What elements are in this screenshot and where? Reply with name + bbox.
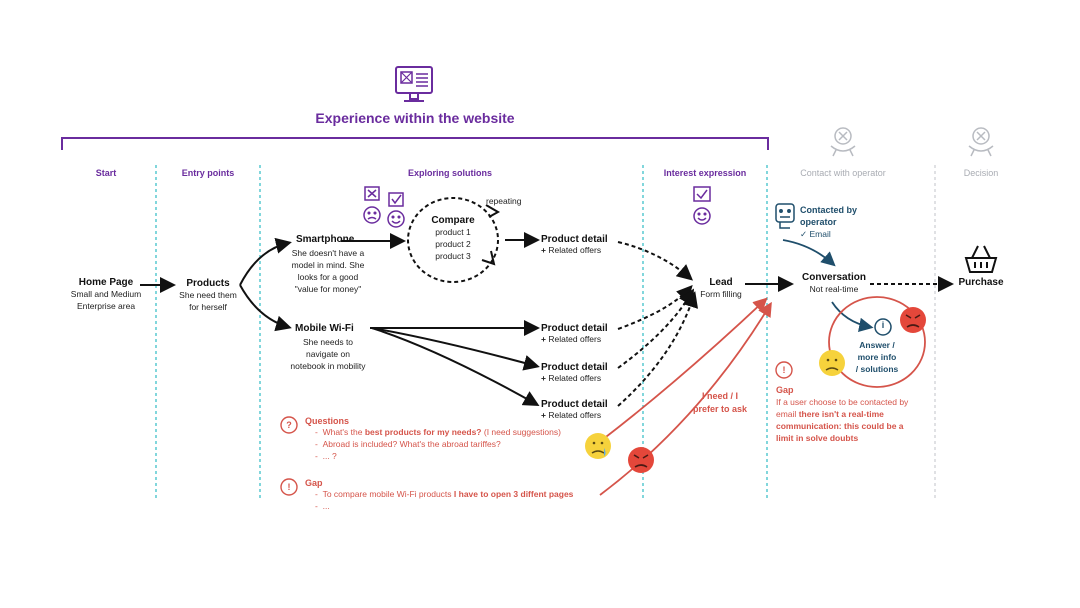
phase-entry-points: Entry points xyxy=(181,168,235,178)
node-lead: Lead Form filling xyxy=(700,277,742,299)
alert-icon xyxy=(775,361,793,379)
compare-loop xyxy=(407,197,499,283)
angry-emoji-icon xyxy=(900,307,926,333)
dashed-to-lead xyxy=(617,241,954,407)
question-mark: ? xyxy=(286,420,292,430)
node-compare: Compare product 1 product 2 product 3 xyxy=(431,215,475,261)
repeating-label: repeating xyxy=(486,196,522,206)
gap-operator-alert-mark: ! xyxy=(782,365,786,375)
gap-explore-block: Gap - To compare mobile Wi-Fi products I… xyxy=(305,478,574,511)
angry-emoji-icon xyxy=(628,447,654,473)
phase-dividers xyxy=(155,165,768,498)
page-title: Experience within the website xyxy=(315,110,515,126)
interest-check-icon xyxy=(693,186,711,202)
checkbox-check-icon xyxy=(388,192,404,207)
happy-face-icon xyxy=(387,210,405,228)
gap-operator-block: Gap If a user choose to be contacted by … xyxy=(776,385,909,443)
node-conversation: Conversation Not real-time xyxy=(802,272,866,294)
phase-contact-operator: Contact with operator xyxy=(800,168,886,178)
product-detail-1: Product detail + Related offers xyxy=(541,234,608,255)
question-icon xyxy=(280,416,298,434)
interest-happy-icon xyxy=(693,207,711,225)
decision-icon xyxy=(968,127,994,157)
gap-arrows xyxy=(599,296,926,496)
info-letter: i xyxy=(881,320,885,330)
basket-icon xyxy=(964,245,998,273)
node-contacted-by-operator: Contacted by operator ✓ Email xyxy=(800,205,858,239)
node-mobile-wifi: Mobile Wi-Fi She needs to navigate on no… xyxy=(290,323,366,371)
phase-start: Start xyxy=(95,168,117,178)
need-ask-annotation: I need / I prefer to ask xyxy=(692,391,748,414)
node-purchase: Purchase xyxy=(958,277,1004,288)
website-bracket xyxy=(61,137,769,150)
phase-interest-expression: Interest expression xyxy=(663,168,747,178)
node-answer: Answer / more info / solutions xyxy=(855,340,899,374)
gap-alert-mark: ! xyxy=(287,482,291,492)
sad-emoji-icon xyxy=(819,350,845,376)
phase-exploring-solutions: Exploring solutions xyxy=(407,168,492,178)
product-detail-4: Product detail + Related offers xyxy=(541,399,608,420)
operator-icon xyxy=(830,127,856,157)
checkbox-x-icon xyxy=(364,186,380,201)
questions-block: Questions - What's the best products for… xyxy=(305,416,561,461)
monitor-icon xyxy=(395,66,433,102)
product-detail-3: Product detail + Related offers xyxy=(541,362,608,383)
phase-decision: Decision xyxy=(963,168,999,178)
product-detail-2: Product detail + Related offers xyxy=(541,323,608,344)
flow-arrows xyxy=(140,232,794,406)
robot-operator-icon xyxy=(775,203,795,229)
sad-face-icon xyxy=(363,206,381,224)
node-products: Products She need them for herself xyxy=(179,278,237,312)
alert-icon xyxy=(280,478,298,496)
sad-emoji-icon xyxy=(585,433,611,459)
node-smartphone: Smartphone She doesn't have a model in m… xyxy=(291,234,365,294)
node-home-page: Home Page Small and Medium Enterprise ar… xyxy=(70,277,142,311)
info-icon xyxy=(874,318,892,336)
